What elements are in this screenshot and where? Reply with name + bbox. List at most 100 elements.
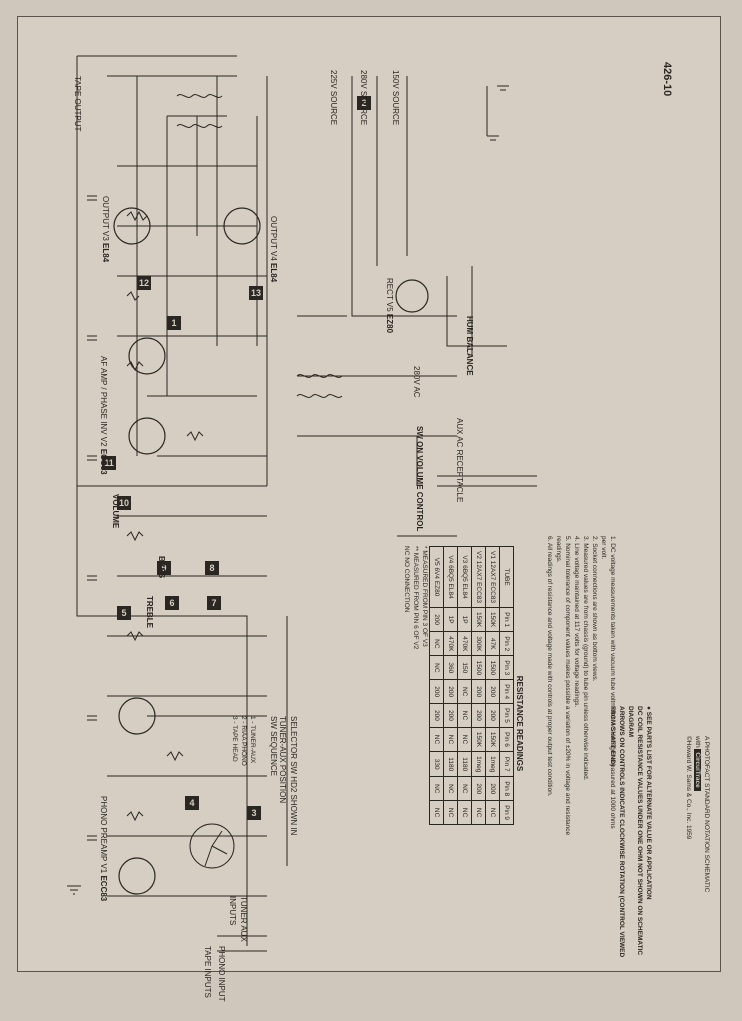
legend-block: ● SEE PARTS LIST FOR ALTERNATE VALUE OR … (608, 706, 653, 966)
tube-v1-label: PHONO PREAMP V1 ECC83 (99, 796, 108, 902)
svg-text:8: 8 (209, 563, 214, 573)
circuitrace-logo: CircuiTrace (694, 749, 701, 791)
table-cell: 200 (429, 607, 444, 632)
table-cell: 200 (485, 776, 500, 801)
svg-text:12: 12 (139, 278, 149, 288)
table-cell: NC (457, 727, 472, 752)
svg-text:4: 4 (189, 798, 194, 808)
callout-12: 12 (137, 276, 151, 290)
table-cell: 47K (485, 631, 500, 656)
footer-caption: A PHOTOFACT STANDARD NOTATION SCHEMATIC (703, 736, 710, 893)
treble-label: TREBLE (145, 596, 154, 628)
table-cell: 200 (471, 679, 486, 704)
tube-v5-label: RECT V5 EZ80 (385, 278, 394, 334)
resistance-footnote-3: NC NO CONNECTION (403, 546, 410, 613)
table-cell: 1meg (485, 751, 500, 777)
sw-sequence-label: SW SEQUENCE (269, 716, 278, 777)
svg-text:9: 9 (161, 563, 166, 573)
table-cell: NC (457, 703, 472, 728)
table-cell: 150K (471, 727, 486, 752)
table-cell: NC (471, 800, 486, 825)
source-150-label: 150V SOURCE (391, 70, 400, 126)
callout-4: 4 (185, 796, 199, 810)
table-header: Pin 9 (499, 800, 514, 825)
source-280-label: 280V SOURCE (359, 70, 368, 126)
sw-on-volume-label: SW ON VOLUME CONTROL (415, 426, 424, 532)
callout-7: 7 (207, 596, 221, 610)
table-cell: V4 6BQ5 EL84 (443, 546, 458, 608)
table-cell: 200 (471, 776, 486, 801)
svg-text:7: 7 (211, 598, 216, 608)
resistance-footnote-2: ** MEASURED FROM PIN 6 OF V2 (412, 546, 419, 650)
footer-copyright: ©Howard W. Sams & Co., Inc. 1959 (685, 736, 692, 840)
source-225-label: 225V SOURCE (329, 70, 338, 126)
table-cell: NC (443, 776, 458, 801)
volume-label: VOLUME (111, 494, 120, 529)
tuner-aux-input-label: TUNER AUX INPUTS (228, 896, 248, 942)
table-header: TUBE (499, 546, 514, 608)
table-cell: 1500 (485, 655, 500, 680)
callout-10: 10 (117, 496, 131, 510)
table-cell: NC (443, 800, 458, 825)
aux-ac-label: AUX AC RECEPTACLE (455, 418, 464, 503)
resistance-table-title: RESISTANCE READINGS (515, 675, 524, 772)
table-cell: 1P (457, 607, 472, 632)
svg-text:10: 10 (119, 498, 129, 508)
table-cell: 200 (443, 679, 458, 704)
bass-label: BASS (157, 556, 166, 579)
svg-text:13: 13 (251, 288, 261, 298)
callout-6: 6 (165, 596, 179, 610)
tube-v1a (118, 697, 156, 735)
ac-line-label: 280V AC (412, 366, 421, 398)
table-cell: 1180 (443, 751, 458, 777)
table-cell: 200 (485, 679, 500, 704)
note-6: 6. All readings of resistance and voltag… (546, 536, 553, 797)
table-cell: NC (443, 727, 458, 752)
note-2: 2. Socket connections are shown as botto… (591, 536, 598, 682)
tape-input-label: TAPE INPUTS (203, 946, 212, 998)
table-cell: NC (457, 800, 472, 825)
tube-v4 (223, 207, 261, 245)
callout-1: 1 (167, 316, 181, 330)
table-cell: 1500 (471, 655, 486, 680)
table-cell: NC (485, 800, 500, 825)
table-cell: 330 (429, 751, 444, 777)
table-header: Pin 5 (499, 703, 514, 728)
table-cell: NC (429, 655, 444, 680)
tube-v2b (128, 337, 166, 375)
table-cell: 200 (443, 703, 458, 728)
table-header: Pin 1 (499, 607, 514, 632)
table-cell: 200 (429, 679, 444, 704)
table-cell: NC (429, 727, 444, 752)
table-cell: 150 (457, 655, 472, 680)
svg-text:5: 5 (121, 608, 126, 618)
table-cell: NC (457, 679, 472, 704)
table-cell: 150K (471, 607, 486, 632)
svg-text:3: 3 (251, 808, 256, 818)
notes-block: 1. DC voltage measurements taken with va… (545, 536, 617, 836)
callout-8: 8 (205, 561, 219, 575)
legend-3: ARROWS ON CONTROLS INDICATE CLOCKWISE RO… (609, 706, 625, 958)
table-cell: NC (457, 776, 472, 801)
tube-v1b (118, 857, 156, 895)
table-cell: 1meg (471, 751, 486, 777)
callout-9: 9 (157, 561, 171, 575)
resistance-footnote-1: * MEASURED FROM PIN 3 OF V3 (421, 546, 428, 647)
table-header: Pin 3 (499, 655, 514, 680)
phono-input-label: PHONO INPUT (217, 946, 226, 1002)
table-cell: 470K (443, 631, 458, 656)
sheet-border (17, 16, 721, 972)
table-cell: V5 6V4 EZ80 (429, 546, 444, 608)
table-cell: 200 (429, 703, 444, 728)
svg-text:2: 2 (361, 98, 366, 108)
callout-11: 11 (102, 456, 116, 470)
callout-3: 3 (247, 806, 261, 820)
note-3: 3. Measured values are from chassis (gro… (582, 536, 589, 781)
